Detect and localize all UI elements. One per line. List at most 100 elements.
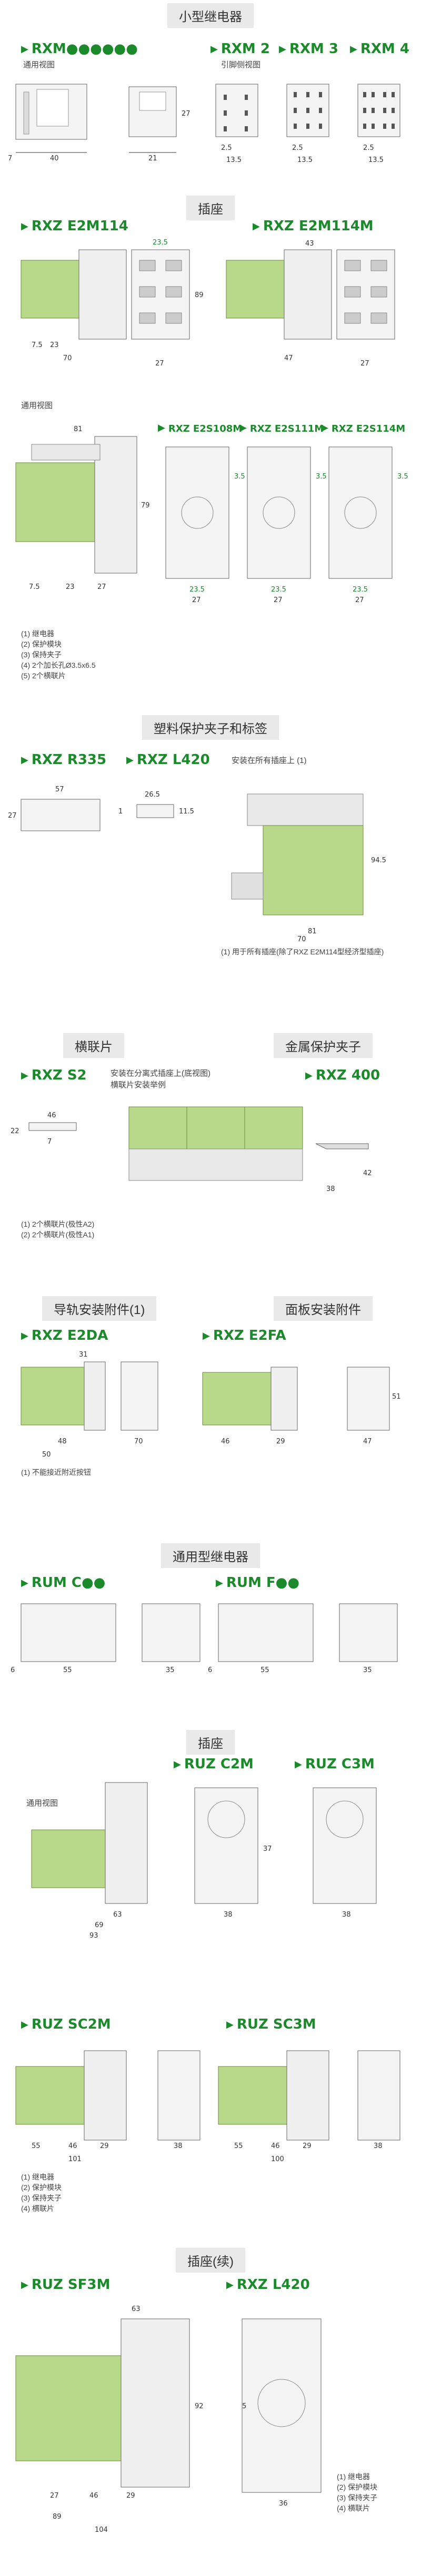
svg-text:2.5: 2.5 — [292, 144, 303, 152]
svg-text:38: 38 — [224, 1911, 233, 1919]
svg-text:7.5: 7.5 — [29, 583, 40, 591]
svg-text:27: 27 — [97, 583, 106, 591]
svg-text:27: 27 — [192, 596, 201, 604]
svg-text:55: 55 — [234, 2142, 243, 2150]
title-rxz-e2da: ▶RXZ E2DA — [21, 1328, 108, 1343]
svg-text:11.5: 11.5 — [179, 808, 194, 816]
svg-text:23.5: 23.5 — [153, 239, 168, 247]
svg-text:13.5: 13.5 — [226, 156, 242, 164]
svg-text:3.5: 3.5 — [397, 473, 408, 481]
svg-text:29: 29 — [100, 2142, 109, 2150]
svg-text:70: 70 — [63, 354, 72, 362]
rxz-e2m114-drawing: 70 23 7.5 89 27 23.5 47 43 27 — [21, 239, 395, 368]
svg-text:27: 27 — [155, 360, 164, 368]
title-rxz-400: ▶RXZ 400 — [305, 1067, 380, 1083]
section-header-clips: 塑料保护夹子和标签 — [0, 715, 421, 740]
svg-text:2.5: 2.5 — [221, 144, 232, 152]
svg-text:6: 6 — [208, 1666, 212, 1674]
svg-text:13.5: 13.5 — [368, 156, 384, 164]
svg-text:7: 7 — [8, 155, 12, 162]
svg-text:46: 46 — [89, 2492, 98, 2500]
svg-text:81: 81 — [308, 928, 317, 935]
sub-mount-all: 安装在所有插座上 (1) — [232, 756, 307, 765]
title-rxm3: ▶RXM 3 — [279, 41, 338, 57]
svg-text:21: 21 — [148, 155, 157, 162]
title-rxz-l420-b: ▶RXZ L420 — [226, 2277, 310, 2293]
svg-text:79: 79 — [141, 502, 150, 510]
section-header-bridge: 横联片 — [63, 1033, 124, 1058]
sub-s2-example: 横联片安装举例 — [111, 1081, 166, 1090]
svg-text:23.5: 23.5 — [271, 586, 286, 594]
title-rxz-s2: ▶RXZ S2 — [21, 1067, 87, 1083]
svg-text:89: 89 — [195, 291, 204, 299]
svg-text:63: 63 — [113, 1911, 122, 1919]
svg-text:46: 46 — [68, 2142, 77, 2150]
svg-text:47: 47 — [284, 354, 293, 362]
svg-text:29: 29 — [126, 2492, 135, 2500]
svg-text:38: 38 — [326, 1185, 335, 1193]
svg-text:7.5: 7.5 — [32, 341, 43, 349]
svg-text:101: 101 — [68, 2155, 82, 2163]
clips-drawing: 57 27 26.5 1 11.5 81 94.5 70 — [8, 786, 386, 943]
svg-text:22: 22 — [11, 1127, 19, 1135]
title-ruz-c3m: ▶RUZ C3M — [295, 1756, 375, 1772]
svg-text:26.5: 26.5 — [145, 791, 160, 799]
title-rxz-e2fa: ▶RXZ E2FA — [203, 1328, 286, 1343]
svg-text:38: 38 — [374, 2142, 383, 2150]
svg-text:40: 40 — [50, 155, 59, 162]
svg-text:46: 46 — [271, 2142, 280, 2150]
svg-text:23.5: 23.5 — [189, 586, 205, 594]
s2-notes: (1) 2个横联片(极性A2) (2) 2个横联片(极性A1) — [21, 1220, 95, 1239]
sub-common-view-3: 通用视图 — [26, 1799, 58, 1808]
svg-text:55: 55 — [63, 1666, 72, 1674]
svg-text:2.5: 2.5 — [363, 144, 374, 152]
sub-pin-view: 引脚侧视图 — [221, 60, 261, 69]
rxm-drawing: 40 7 21 27 2.5 13.5 2.5 13.5 2.5 13.5 — [8, 84, 400, 164]
svg-text:29: 29 — [276, 1438, 285, 1445]
svg-text:70: 70 — [134, 1438, 143, 1445]
svg-text:23.5: 23.5 — [353, 586, 368, 594]
svg-text:100: 100 — [271, 2155, 284, 2163]
svg-text:92: 92 — [195, 2402, 204, 2410]
svg-text:23: 23 — [50, 341, 59, 349]
title-rxm4: ▶RXM 4 — [350, 41, 409, 57]
section-header-sockets-cont: 插座(续) — [0, 2248, 421, 2273]
section-header-sockets: 插座 — [0, 196, 421, 220]
rxz-big-drawing: 81 79 27 23 7.5 3.5 3.5 3.5 27 27 27 23.… — [15, 425, 408, 604]
svg-text:1: 1 — [118, 808, 123, 816]
section-header-relays: 小型继电器 — [0, 3, 421, 28]
svg-text:6: 6 — [11, 1666, 15, 1674]
title-rxz-r335: ▶RXZ R335 — [21, 752, 107, 768]
svg-text:38: 38 — [342, 1911, 351, 1919]
ruz-sc-drawing: 55 29 46 101 38 55 29 46 100 38 — [15, 2050, 400, 2163]
svg-text:94.5: 94.5 — [371, 857, 386, 864]
svg-text:7: 7 — [47, 1138, 52, 1146]
svg-text:5: 5 — [242, 2402, 246, 2410]
sub-s2-mount: 安装在分离式插座上(底视图) — [111, 1069, 210, 1078]
title-ruz-c2m: ▶RUZ C2M — [174, 1756, 254, 1772]
title-rxz-e2m114: ▶RXZ E2M114 — [21, 218, 128, 234]
section-header-sockets-2: 插座 — [0, 1730, 421, 1755]
svg-text:23: 23 — [66, 583, 75, 591]
svg-text:31: 31 — [79, 1351, 88, 1359]
title-ruz-sf3m: ▶RUZ SF3M — [21, 2277, 111, 2293]
svg-text:81: 81 — [74, 425, 83, 433]
svg-text:46: 46 — [221, 1438, 230, 1445]
r335-note: (1) 用于所有插座(除了RXZ E2M114型经济型插座) — [221, 948, 384, 956]
svg-text:93: 93 — [89, 1932, 98, 1940]
sub-common-view-2: 通用视图 — [21, 401, 53, 410]
svg-text:89: 89 — [53, 2513, 62, 2521]
svg-text:3.5: 3.5 — [234, 473, 245, 481]
legend-2: (1) 继电器 (2) 保护模块 (3) 保持夹子 (4) 横联片 — [21, 2173, 62, 2213]
svg-text:27: 27 — [50, 2492, 59, 2500]
ruz-drawing: 63 69 93 38 38 37 — [31, 1782, 377, 1940]
svg-text:27: 27 — [360, 360, 369, 368]
svg-text:51: 51 — [392, 1393, 401, 1401]
title-ruz-sc2m: ▶RUZ SC2M — [21, 2017, 111, 2032]
svg-text:63: 63 — [132, 2305, 141, 2313]
title-rum-c: ▶RUM C●● — [21, 1575, 106, 1591]
section-header-rail: 导轨安装附件(1) — [42, 1296, 157, 1321]
svg-text:35: 35 — [363, 1666, 372, 1674]
svg-text:35: 35 — [166, 1666, 175, 1674]
legend-1: (1) 继电器 (2) 保护模块 (3) 保持夹子 (4) 2个加长孔Ø3.5x… — [21, 629, 96, 680]
